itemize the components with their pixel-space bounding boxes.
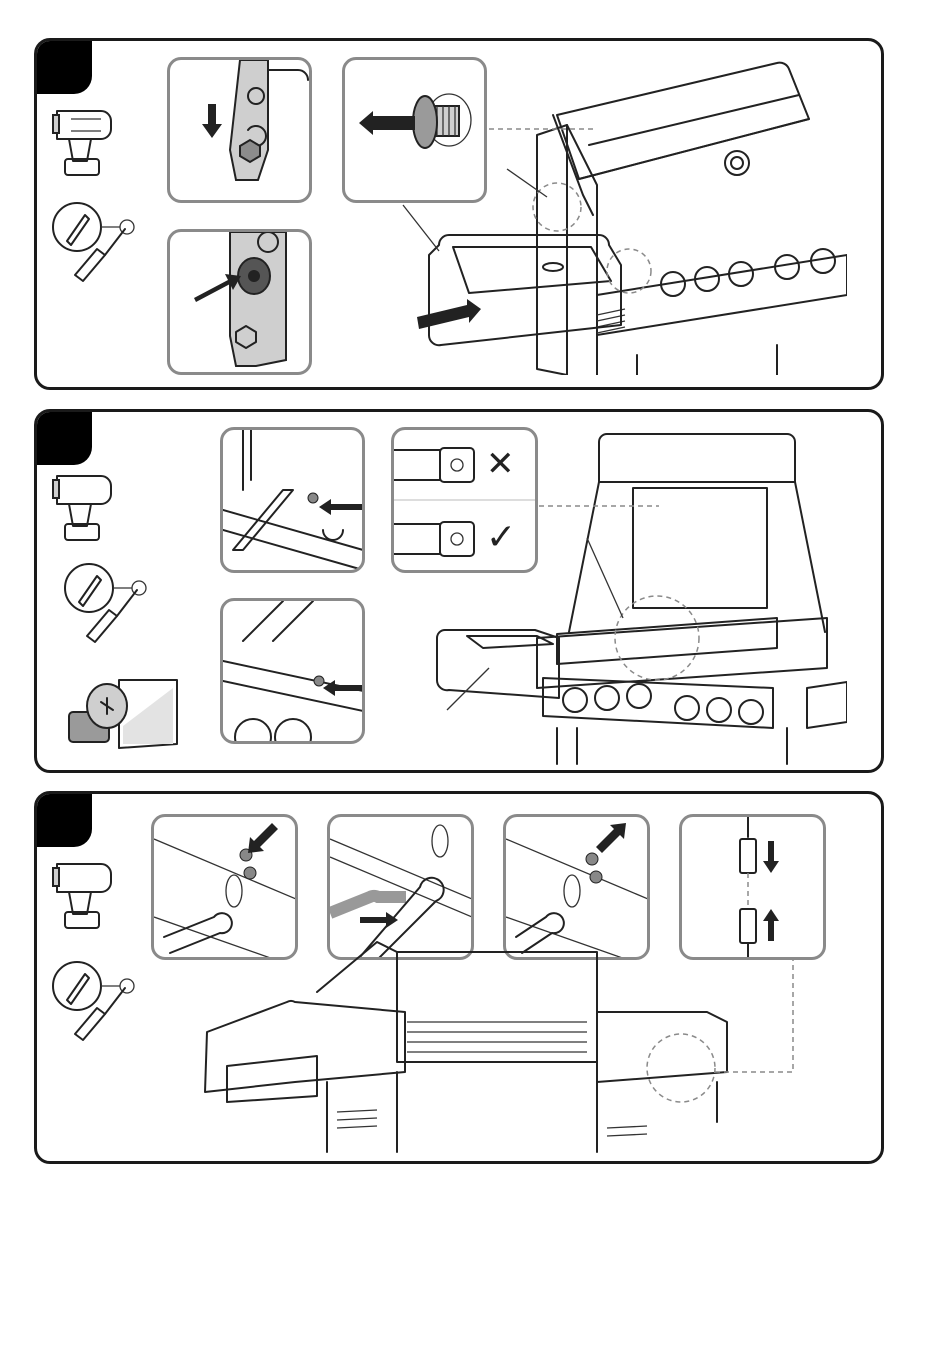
screwdriver-icon — [49, 199, 144, 289]
step-2-panel: ✕ ✓ — [34, 409, 884, 773]
step-3-badge — [34, 791, 92, 847]
step-3-panel — [34, 791, 884, 1164]
grill-rear-illustration — [197, 932, 827, 1154]
step-2-badge — [34, 409, 92, 465]
step-1-badge — [34, 38, 92, 94]
grill-lid-open-illustration — [427, 428, 847, 768]
drill-icon — [51, 854, 121, 932]
detail-screw-front-inset — [220, 427, 365, 573]
detail-bolt-insert-inset — [167, 229, 312, 375]
drill-icon — [51, 466, 121, 544]
drill-icon — [51, 101, 121, 179]
detail-screw-side-inset — [220, 598, 365, 744]
step-1-panel — [34, 38, 884, 390]
screwdriver-icon — [61, 560, 156, 650]
screw-bag-icon — [61, 676, 181, 754]
screwdriver-icon — [49, 958, 144, 1048]
detail-bracket-slide-inset — [167, 57, 312, 203]
grill-side-shelf-illustration — [357, 55, 847, 375]
